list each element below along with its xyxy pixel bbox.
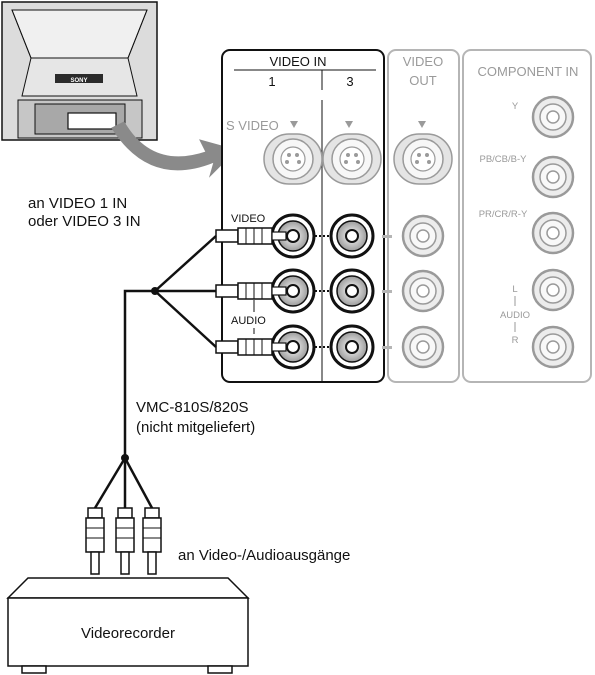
cable-plug-video bbox=[215, 227, 287, 245]
input-label-line2: oder VIDEO 3 IN bbox=[28, 213, 141, 230]
svideo-jack-out[interactable] bbox=[393, 133, 453, 185]
audio-row-label: AUDIO bbox=[231, 315, 266, 327]
input-label-line1: an VIDEO 1 IN bbox=[28, 195, 127, 212]
cable-label-line2: (nicht mitgeliefert) bbox=[136, 419, 255, 436]
cable-junction-top bbox=[151, 287, 159, 295]
video-in-col3: 3 bbox=[346, 74, 353, 89]
component-r-label: R bbox=[512, 335, 519, 346]
tv-rear-icon bbox=[1, 1, 158, 141]
tv-brand: SONY bbox=[70, 78, 87, 84]
component-pr-label: PR/CR/R-Y bbox=[479, 209, 528, 220]
video-in-3-video-jack[interactable] bbox=[329, 213, 375, 259]
cable-label-line1: VMC-810S/820S bbox=[136, 399, 249, 416]
svideo-arrow-out bbox=[418, 121, 426, 128]
component-audio-r-jack[interactable] bbox=[531, 325, 575, 369]
cable-plug-audio-r bbox=[215, 338, 287, 356]
component-l-label: L bbox=[512, 284, 517, 295]
video-out-title-2: OUT bbox=[409, 73, 437, 88]
cable-junction-bottom bbox=[121, 454, 129, 462]
video-out-title-1: VIDEO bbox=[403, 54, 443, 69]
component-pr-jack[interactable] bbox=[531, 211, 575, 255]
svideo-label: S VIDEO bbox=[226, 118, 279, 133]
video-out-audio-l-jack[interactable] bbox=[401, 269, 445, 313]
video-in-title: VIDEO IN bbox=[269, 54, 326, 69]
component-audio-label: AUDIO bbox=[500, 310, 530, 321]
video-out-audio-r-jack[interactable] bbox=[401, 325, 445, 369]
video-in-col1: 1 bbox=[268, 74, 275, 89]
component-audio-l-jack[interactable] bbox=[531, 268, 575, 312]
vcr-device bbox=[6, 577, 250, 674]
svideo-arrow-3 bbox=[345, 121, 353, 128]
component-in-title: COMPONENT IN bbox=[478, 64, 579, 79]
svideo-jack-3[interactable] bbox=[322, 133, 382, 185]
svideo-arrow-1 bbox=[290, 121, 298, 128]
cable-plug-vcr-middle bbox=[115, 507, 135, 575]
video-row-label: VIDEO bbox=[231, 213, 266, 225]
outputs-label: an Video-/Audioausgänge bbox=[178, 547, 350, 564]
cable-plug-audio-l bbox=[215, 282, 287, 300]
video-in-3-audio-r-jack[interactable] bbox=[329, 324, 375, 370]
cable-plug-vcr-left bbox=[85, 507, 105, 575]
component-pb-label: PB/CB/B-Y bbox=[480, 154, 528, 165]
video-in-1-audio-r-jack[interactable] bbox=[270, 324, 316, 370]
component-y-label: Y bbox=[512, 101, 519, 112]
component-y-jack[interactable] bbox=[531, 95, 575, 139]
video-in-3-audio-l-jack[interactable] bbox=[329, 268, 375, 314]
svideo-jack-1[interactable] bbox=[263, 133, 323, 185]
component-pb-jack[interactable] bbox=[531, 155, 575, 199]
cable-wires bbox=[93, 235, 217, 509]
vcr-label: Videorecorder bbox=[81, 625, 175, 642]
video-out-video-jack[interactable] bbox=[401, 214, 445, 258]
cable-plug-vcr-right bbox=[142, 507, 162, 575]
